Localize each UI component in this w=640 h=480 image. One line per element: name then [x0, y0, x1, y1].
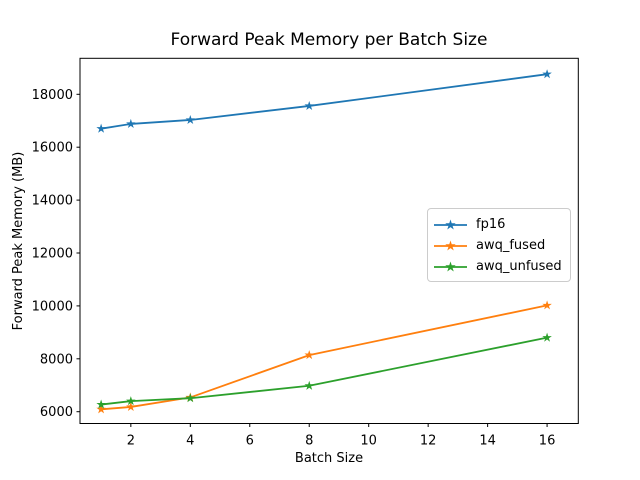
data-marker-fp16 [542, 69, 552, 79]
x-tick-label: 14 [479, 434, 496, 449]
data-marker-awq_fused [304, 350, 314, 360]
data-marker-fp16 [126, 118, 136, 128]
legend-label: awq_unfused [476, 259, 562, 274]
data-marker-awq_fused [542, 300, 552, 310]
data-marker-awq_unfused [96, 399, 106, 409]
data-marker-awq_unfused [185, 393, 196, 403]
data-marker-awq_fused [96, 404, 106, 414]
legend-label: fp16 [476, 217, 506, 232]
legend-star-marker [445, 240, 456, 250]
legend-label: awq_fused [476, 238, 546, 253]
data-marker-fp16 [185, 114, 196, 124]
x-tick-label: 8 [305, 434, 313, 449]
x-tick-label: 6 [246, 434, 254, 449]
x-tick-label: 4 [186, 434, 194, 449]
y-tick-label: 8000 [40, 352, 73, 367]
data-line-awq_fused [100, 304, 548, 411]
y-tick-label: 14000 [32, 194, 73, 209]
legend-item-fp16: fp16 [434, 214, 563, 235]
legend-star-marker [445, 219, 456, 229]
x-tick-label: 10 [360, 434, 377, 449]
data-marker-fp16 [304, 100, 314, 110]
legend-swatch-awq-unfused [434, 261, 467, 271]
legend-star-marker [445, 261, 456, 271]
data-line-awq_unfused [100, 336, 548, 406]
x-tick-label: 12 [420, 434, 437, 449]
legend-swatch-fp16 [434, 219, 467, 229]
data-marker-awq_unfused [542, 332, 552, 342]
legend: fp16 awq_fused awq_unfused [427, 208, 571, 282]
legend-item-awq-fused: awq_fused [434, 235, 563, 256]
y-tick-label: 18000 [32, 88, 73, 103]
y-tick-label: 6000 [40, 405, 73, 420]
x-tick-label: 2 [127, 434, 135, 449]
y-tick-label: 16000 [32, 141, 73, 156]
legend-item-awq-unfused: awq_unfused [434, 256, 563, 277]
data-line-fp16 [100, 73, 548, 130]
data-marker-awq_unfused [304, 380, 314, 390]
y-tick-label: 12000 [32, 247, 73, 262]
data-marker-fp16 [96, 123, 106, 133]
data-marker-awq_fused [126, 401, 136, 411]
chart-title: Forward Peak Memory per Batch Size [170, 30, 488, 50]
y-tick-label: 10000 [32, 299, 73, 314]
legend-swatch-awq-fused [434, 240, 467, 250]
x-tick-label: 16 [539, 434, 556, 449]
x-axis-label: Batch Size [294, 451, 364, 466]
axes-frame [79, 57, 579, 425]
data-marker-awq_unfused [126, 396, 136, 406]
